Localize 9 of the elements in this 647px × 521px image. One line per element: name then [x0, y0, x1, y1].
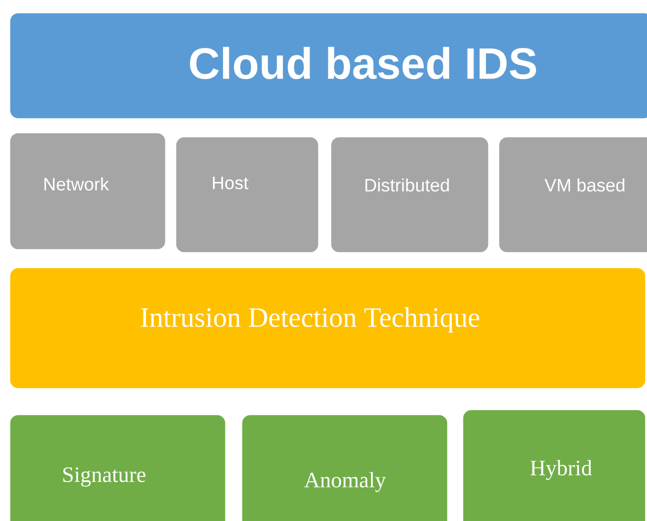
category-box: Host: [176, 137, 318, 252]
technique-box: Signature: [10, 415, 226, 521]
title-banner: Cloud based IDS: [10, 13, 647, 118]
technique-banner: Intrusion Detection Technique: [10, 268, 646, 388]
category-box: Distributed: [331, 137, 488, 252]
technique-box: Anomaly: [242, 415, 448, 521]
category-box: VM based: [499, 137, 647, 252]
technique-box: Hybrid: [463, 410, 646, 521]
category-box: Network: [10, 133, 166, 250]
